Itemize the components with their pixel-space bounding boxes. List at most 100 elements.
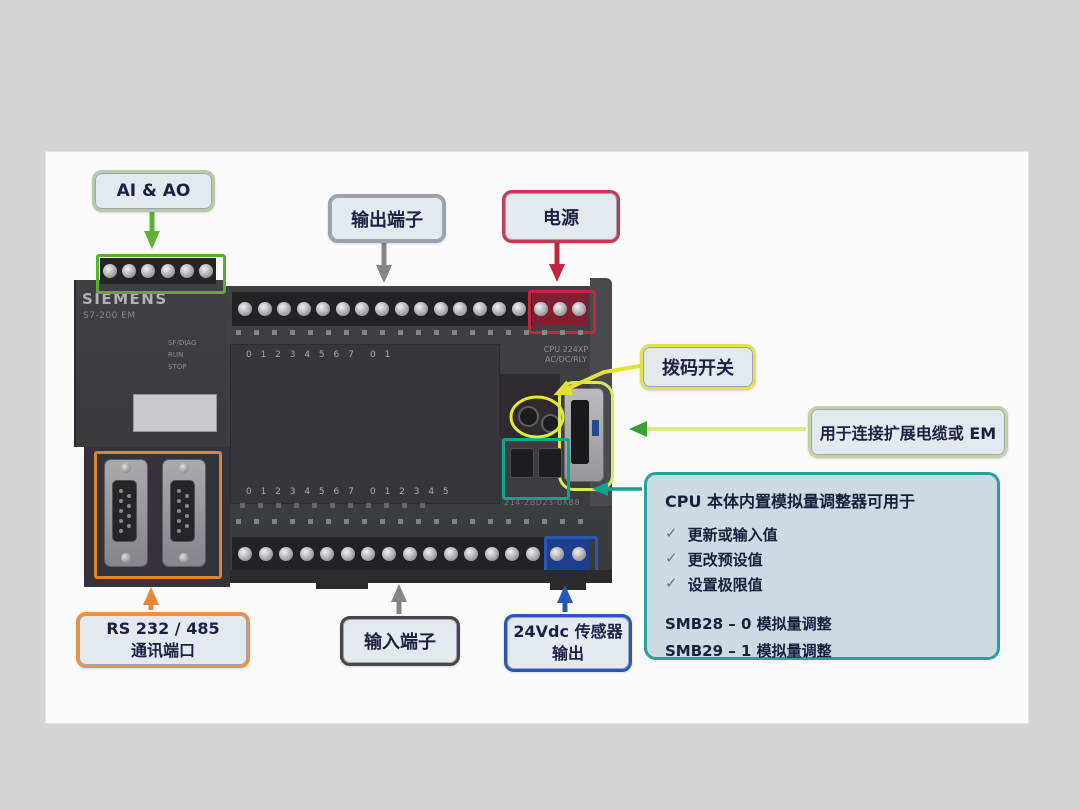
terminal-screw	[121, 264, 136, 278]
callout-input-terminals: 输入端子	[340, 616, 460, 666]
callout-power: 电源	[502, 190, 620, 243]
highlight-analog-terminals	[96, 254, 226, 294]
cpu-note-smb28: SMB28 – 0 模拟量调整	[665, 615, 832, 633]
terminal-screw	[464, 546, 479, 561]
terminal-screw	[443, 546, 458, 561]
callout-comm-port-line2: 通讯端口	[130, 641, 195, 660]
analog-adjuster-1[interactable]	[538, 448, 562, 478]
expansion-connector-slot	[571, 400, 589, 464]
terminal-screw	[335, 302, 350, 316]
terminal-screw	[505, 546, 520, 561]
callout-sensor-supply: 24Vdc 传感器 输出	[504, 614, 632, 672]
cpu-note-item: ✓ 更新或输入值	[665, 524, 979, 545]
highlight-power-terminals	[528, 290, 596, 334]
db9-bolt	[179, 463, 189, 473]
power-terminal-zone	[532, 292, 588, 326]
input-led-digits-b: 0 1 2 3 4 5	[370, 487, 452, 497]
cpu-model-label: CPU 224XP AC/DC/RLY	[534, 345, 598, 365]
callout-ai-ao-text: AI & AO	[116, 181, 191, 201]
callout-dip-switch: 拨码开关	[640, 344, 756, 390]
terminal-screw	[423, 546, 438, 561]
analog-potentiometer-0[interactable]	[518, 406, 539, 427]
sensor-supply-terminal-zone	[546, 538, 590, 570]
expansion-connector-key	[592, 420, 599, 436]
callout-dip-switch-text: 拨码开关	[662, 358, 734, 379]
terminal-screw	[160, 264, 175, 278]
status-led-labels: SF/DIAG RUN STOP	[168, 337, 222, 373]
plc-base	[228, 570, 612, 583]
terminal-screw	[472, 302, 487, 316]
terminal-screw	[571, 302, 586, 316]
terminal-screw	[374, 302, 389, 316]
output-terminal-labels	[236, 330, 586, 335]
status-led-sf: SF/DIAG	[168, 339, 197, 347]
db9-bolt	[179, 553, 189, 563]
terminal-screw	[511, 302, 526, 316]
terminal-screw	[279, 546, 294, 561]
series-label: S7-200 EM	[83, 311, 136, 321]
cpu-note-title: CPU 本体内置模拟量调整器可用于	[665, 492, 916, 511]
cpu-note-item-text: 设置极限值	[687, 576, 763, 594]
terminal-screw	[296, 302, 311, 316]
input-terminal-strip	[232, 537, 546, 570]
comm-port-1[interactable]	[162, 459, 206, 567]
siemens-logo: SIEMENS	[82, 290, 168, 308]
check-icon: ✓	[665, 524, 678, 542]
output-led-digits-b: 0 1	[370, 350, 394, 360]
terminal-screw	[552, 302, 567, 316]
cpu-model-line2: AC/DC/RLY	[545, 355, 587, 364]
terminal-screw	[453, 302, 468, 316]
terminal-screw	[361, 546, 376, 561]
order-number: 214-2BD23-0XB8	[504, 498, 581, 507]
output-led-digits-a: 0 1 2 3 4 5 6 7	[246, 350, 357, 360]
terminal-screw	[340, 546, 355, 561]
terminal-screw	[258, 546, 273, 561]
wiring-door: 0 1 2 3 4 5 6 7 0 1 0 1 2 3 4 5 6 7 0 1 …	[230, 344, 500, 504]
callout-sensor-supply-line2: 输出	[551, 644, 584, 663]
cartridge-slot-label	[133, 394, 217, 432]
highlight-analog-adjusters	[502, 438, 570, 500]
callout-output-terminals-text: 输出端子	[351, 209, 423, 231]
callout-input-terminals-text: 输入端子	[364, 632, 436, 653]
terminal-screw	[199, 264, 214, 278]
db9-bolt	[121, 463, 131, 473]
status-led-stop: STOP	[168, 363, 187, 371]
terminal-screw	[484, 546, 499, 561]
terminal-screw	[141, 264, 156, 278]
sensor-terminal-tab	[550, 570, 586, 590]
terminal-screw	[316, 302, 331, 316]
terminal-screw	[433, 302, 448, 316]
callout-power-text: 电源	[543, 207, 579, 229]
terminal-screw	[534, 302, 549, 316]
terminal-screw	[550, 547, 564, 561]
terminal-screw	[394, 302, 409, 316]
callout-sensor-supply-line1: 24Vdc 传感器	[513, 621, 623, 641]
plc-foot	[316, 583, 368, 589]
callout-expansion-port: 用于连接扩展电缆或 EM	[808, 406, 1008, 458]
cpu-note-item: ✓ 更改预设值	[665, 549, 979, 570]
status-led-run: RUN	[168, 351, 184, 359]
callout-ai-ao: AI & AO	[92, 170, 215, 212]
comm-port-0[interactable]	[104, 459, 148, 567]
input-led-sublabels	[240, 503, 430, 508]
db9-bolt	[121, 553, 131, 563]
analog-adjuster-0[interactable]	[510, 448, 534, 478]
terminal-screw	[402, 546, 417, 561]
check-icon: ✓	[665, 549, 678, 567]
callout-expansion-port-text: 用于连接扩展电缆或 EM	[819, 424, 997, 443]
terminal-screw	[572, 547, 586, 561]
callout-comm-port: RS 232 / 485 通讯端口	[76, 612, 250, 668]
output-terminal-strip	[232, 292, 532, 326]
terminal-screw	[102, 264, 117, 278]
check-icon: ✓	[665, 574, 678, 592]
terminal-screw	[381, 546, 396, 561]
terminal-screw	[238, 302, 252, 316]
db9-jack	[112, 480, 137, 542]
terminal-screw	[492, 302, 507, 316]
highlight-comm-ports	[94, 451, 222, 579]
cpu-note-item: ✓ 设置极限值	[665, 574, 979, 595]
input-led-digits-a: 0 1 2 3 4 5 6 7	[246, 487, 357, 497]
cpu-note-item-text: 更改预设值	[687, 551, 763, 569]
callout-output-terminals: 输出端子	[328, 194, 446, 243]
